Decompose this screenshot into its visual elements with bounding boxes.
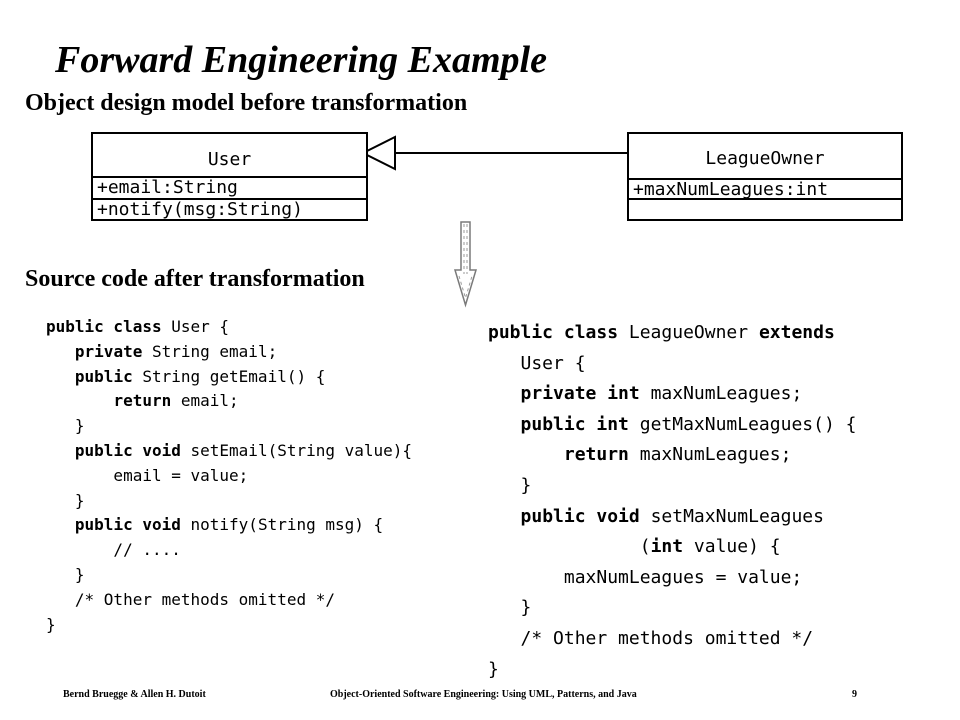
code-keyword: public void: [520, 505, 640, 527]
code-keyword: return: [113, 391, 172, 411]
code-text: User {: [161, 317, 230, 336]
league-owner-class-name: LeagueOwner: [705, 148, 825, 169]
code-text: /* Other methods omitted */: [46, 589, 335, 609]
league-owner-source-code: public class LeagueOwner extends User { …: [488, 318, 856, 685]
code-text: String email;: [142, 341, 278, 361]
code-text: value) {: [683, 536, 781, 558]
code-text: }: [488, 474, 532, 496]
league-owner-class-attribute: +maxNumLeagues:int: [629, 178, 901, 198]
user-code-line: }: [46, 414, 412, 439]
league-owner-code-line: }: [488, 471, 856, 502]
user-code-line: public void notify(String msg) {: [46, 513, 412, 538]
code-text: String getEmail() {: [132, 366, 326, 386]
league-owner-code-line: return maxNumLeagues;: [488, 440, 856, 471]
code-text: }: [46, 490, 85, 510]
league-owner-code-line: }: [488, 655, 856, 686]
code-text: }: [46, 416, 85, 436]
code-keyword: extends: [758, 322, 835, 343]
league-owner-code-line: public int getMaxNumLeagues() {: [488, 410, 857, 441]
user-class-attribute: +email:String: [93, 176, 366, 198]
code-text: LeagueOwner: [618, 322, 759, 343]
user-class-box: User +email:String +notify(msg:String): [91, 132, 368, 221]
code-section-heading: Source code after transformation: [25, 266, 365, 292]
user-code-line: }: [46, 563, 412, 588]
code-text: maxNumLeagues;: [639, 383, 803, 405]
code-keyword: private int: [520, 383, 640, 405]
code-text: setMaxNumLeagues: [639, 505, 824, 527]
code-text: [488, 383, 521, 404]
page-number: 9: [852, 689, 857, 700]
code-keyword: public void: [74, 515, 181, 535]
league-owner-code-line: maxNumLeagues = value;: [488, 563, 856, 594]
code-text: email;: [171, 391, 239, 411]
code-keyword: int: [650, 536, 684, 558]
code-text: [488, 444, 564, 465]
code-text: email = value;: [46, 465, 249, 485]
code-text: [46, 391, 113, 410]
code-text: }: [488, 597, 532, 619]
user-class-operation: +notify(msg:String): [93, 198, 366, 220]
user-code-line: }: [46, 489, 412, 514]
user-class-name: User: [207, 149, 252, 170]
user-code-line: private String email;: [46, 340, 412, 365]
code-text: [488, 414, 521, 435]
league-owner-class-operations: [629, 198, 901, 219]
code-keyword: return: [563, 444, 629, 466]
code-keyword: public: [74, 366, 133, 386]
model-section-heading: Object design model before transformatio…: [25, 90, 468, 116]
user-code-line: email = value;: [46, 464, 412, 489]
code-text: setEmail(String value){: [180, 440, 413, 460]
user-code-line: public void setEmail(String value){: [46, 439, 412, 464]
code-text: }: [46, 564, 85, 584]
code-keyword: public class: [46, 317, 162, 336]
user-code-line: /* Other methods omitted */: [46, 588, 412, 613]
code-keyword: private: [74, 341, 143, 361]
user-code-line: return email;: [46, 389, 412, 414]
footer-book-title: Object-Oriented Software Engineering: Us…: [330, 689, 637, 700]
league-owner-code-line: }: [488, 593, 856, 624]
slide-title: Forward Engineering Example: [55, 39, 547, 81]
code-text: User {: [488, 352, 586, 374]
league-owner-code-line: public void setMaxNumLeagues: [488, 502, 856, 533]
code-text: [46, 367, 75, 386]
code-text: }: [488, 658, 499, 680]
code-keyword: public void: [74, 440, 181, 460]
code-keyword: public class: [488, 322, 619, 343]
code-text: /* Other methods omitted */: [488, 627, 814, 649]
down-arrow-icon: [453, 221, 478, 308]
code-text: [488, 506, 521, 527]
user-code-line: // ....: [46, 538, 412, 563]
code-text: maxNumLeagues;: [628, 444, 792, 466]
league-owner-code-line: public class LeagueOwner extends: [488, 318, 856, 349]
code-text: [46, 515, 75, 534]
user-source-code: public class User { private String email…: [46, 315, 412, 637]
user-code-line: public String getEmail() {: [46, 365, 412, 390]
code-text: (: [488, 536, 651, 558]
league-owner-code-line: /* Other methods omitted */: [488, 624, 856, 655]
user-code-line: }: [46, 613, 412, 638]
league-owner-code-line: private int maxNumLeagues;: [488, 379, 856, 410]
league-owner-class-box: LeagueOwner +maxNumLeagues:int: [627, 132, 903, 221]
user-code-line: public class User {: [46, 315, 412, 340]
code-text: notify(String msg) {: [180, 515, 384, 535]
league-owner-code-line: (int value) {: [488, 532, 856, 563]
code-text: [46, 441, 75, 460]
code-text: // ....: [46, 540, 181, 560]
footer-authors: Bernd Bruegge & Allen H. Dutoit: [63, 689, 206, 700]
code-text: maxNumLeagues = value;: [488, 566, 803, 588]
code-keyword: public int: [520, 413, 629, 435]
code-text: [46, 342, 75, 361]
code-text: }: [46, 614, 56, 634]
league-owner-code-line: User {: [488, 349, 856, 380]
code-text: getMaxNumLeagues() {: [628, 413, 857, 435]
